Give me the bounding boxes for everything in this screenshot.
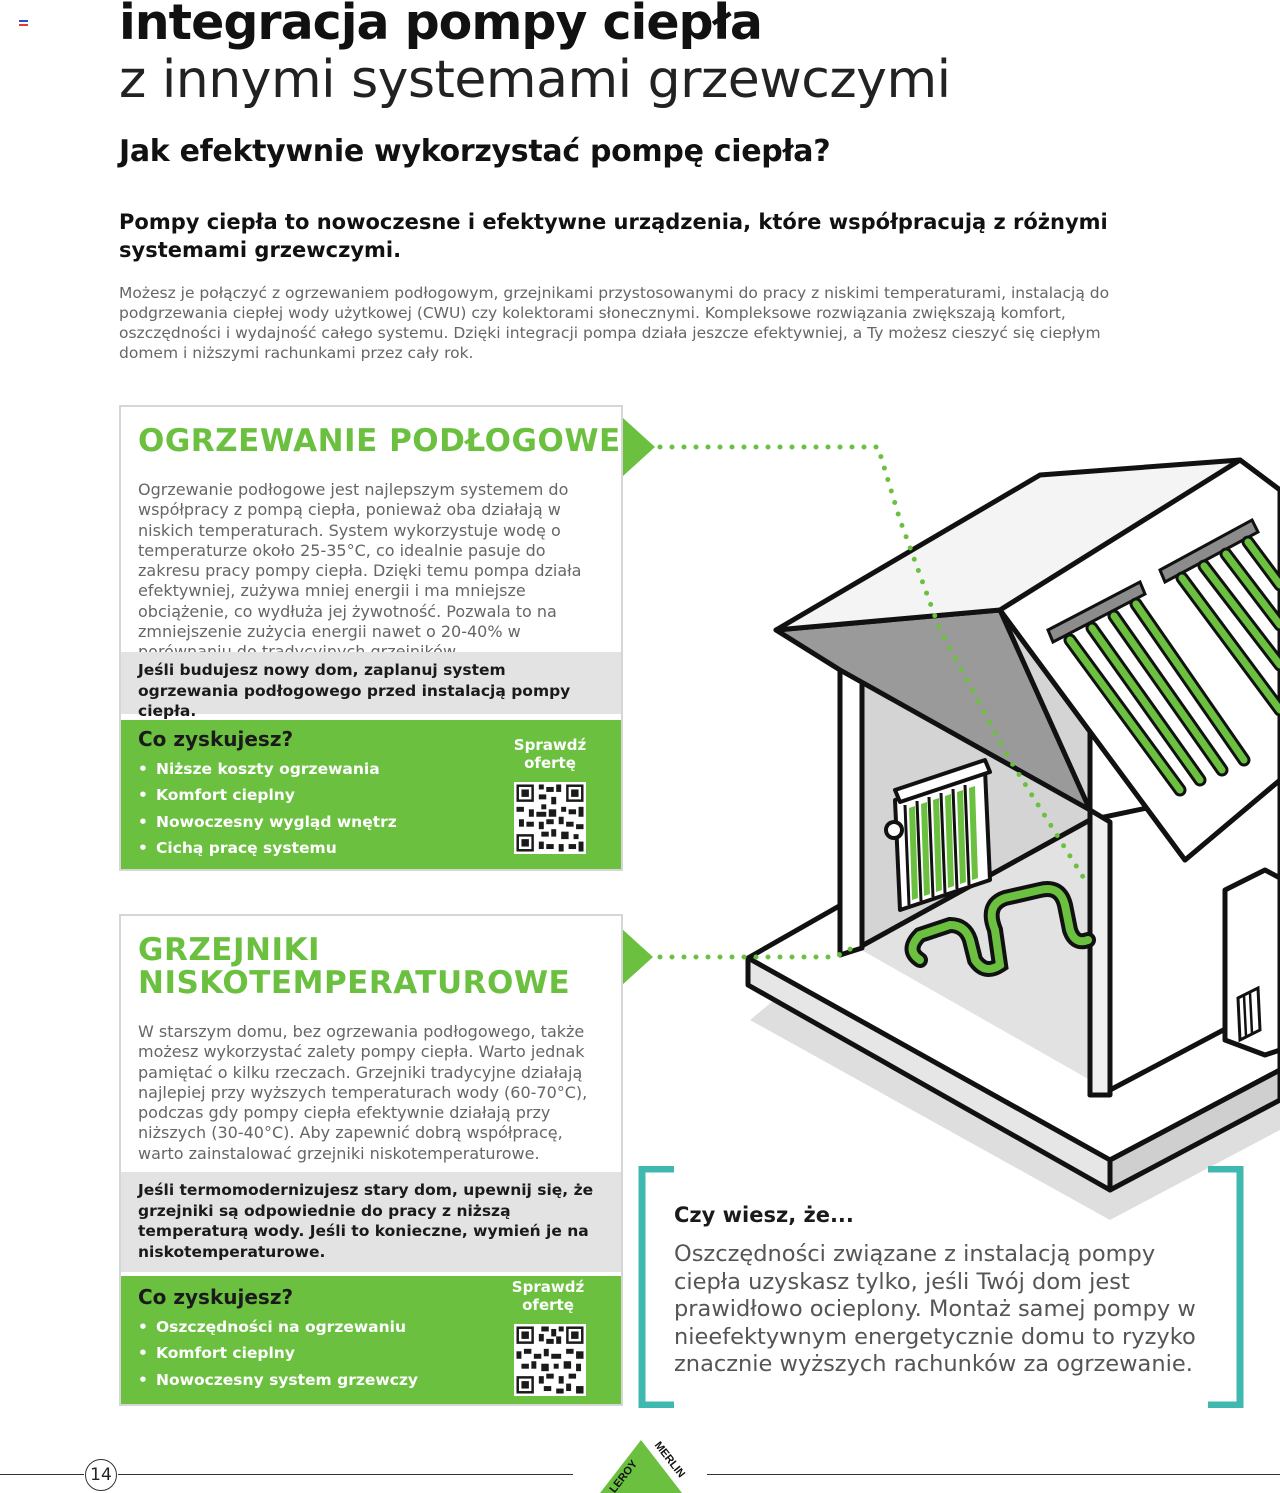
floor-heating-card: OGRZEWANIE PODŁOGOWE Ogrzewanie podłogow… [119, 405, 623, 871]
house-illustration [657, 444, 1280, 1220]
lead-paragraph: Pompy ciepła to nowoczesne i efektywne u… [119, 210, 1108, 262]
low-temp-radiators-card: GRZEJNIKI NISKOTEMPERATUROWE W starszym … [119, 914, 623, 1406]
card-body: Ogrzewanie podłogowe jest najlepszym sys… [138, 480, 582, 661]
card-title: GRZEJNIKI NISKOTEMPERATUROWE [138, 932, 571, 1001]
flag-icon [19, 20, 28, 26]
list-item: •Cichą pracę systemu [138, 838, 337, 857]
check-offer-link[interactable]: Sprawdź ofertę [511, 1278, 585, 1314]
check-offer-link[interactable]: Sprawdź ofertę [513, 736, 587, 772]
list-item: •Komfort cieplny [138, 786, 295, 805]
page-title-secondary: z innymi systemami grzewczymi [119, 50, 951, 110]
qr-code-icon[interactable] [514, 782, 586, 854]
did-you-know-text: Oszczędności związane z instalacją pompy… [674, 1241, 1196, 1377]
list-item: •Komfort cieplny [138, 1344, 295, 1363]
left-bracket [638, 1166, 674, 1408]
card-title: OGRZEWANIE PODŁOGOWE [138, 423, 621, 459]
tip-box: Jeśli budujesz nowy dom, zaplanuj system… [121, 652, 621, 720]
benefits-box: Co zyskujesz? •Niższe koszty ogrzewania … [121, 720, 621, 869]
leroy-merlin-logo: LEROY MERLIN [600, 1440, 686, 1493]
benefits-box: Co zyskujesz? •Oszczędności na ogrzewani… [121, 1276, 621, 1404]
section-heading: Jak efektywnie wykorzystać pompę ciepła? [119, 134, 831, 169]
did-you-know-title: Czy wiesz, że... [674, 1203, 854, 1227]
intro-paragraph: Możesz je połączyć z ogrzewaniem podłogo… [119, 284, 1110, 362]
right-bracket [1208, 1166, 1244, 1408]
list-item: •Niższe koszty ogrzewania [138, 760, 380, 778]
list-item: •Nowoczesny wygląd wnętrz [138, 812, 397, 831]
benefits-title: Co zyskujesz? [138, 1285, 294, 1309]
list-item: •Oszczędności na ogrzewaniu [138, 1318, 407, 1336]
pointer-arrow-icon [621, 928, 653, 986]
qr-code-icon[interactable] [514, 1324, 586, 1396]
pointer-arrow-icon [623, 418, 655, 476]
benefits-list: •Niższe koszty ogrzewania •Komfort ciepl… [138, 756, 397, 861]
card-body: W starszym domu, bez ogrzewania podłogow… [138, 1022, 588, 1163]
footer-rule [118, 1474, 573, 1475]
list-item: •Nowoczesny system grzewczy [138, 1370, 419, 1389]
footer-rule [0, 1474, 84, 1475]
footer-rule [707, 1474, 1280, 1475]
benefits-list: •Oszczędności na ogrzewaniu •Komfort cie… [138, 1314, 418, 1393]
tip-box: Jeśli termomodernizujesz stary dom, upew… [121, 1172, 621, 1272]
page-title: integracja pompy ciepła [119, 0, 763, 51]
page-number: 14 [85, 1459, 117, 1491]
benefits-title: Co zyskujesz? [138, 727, 294, 751]
